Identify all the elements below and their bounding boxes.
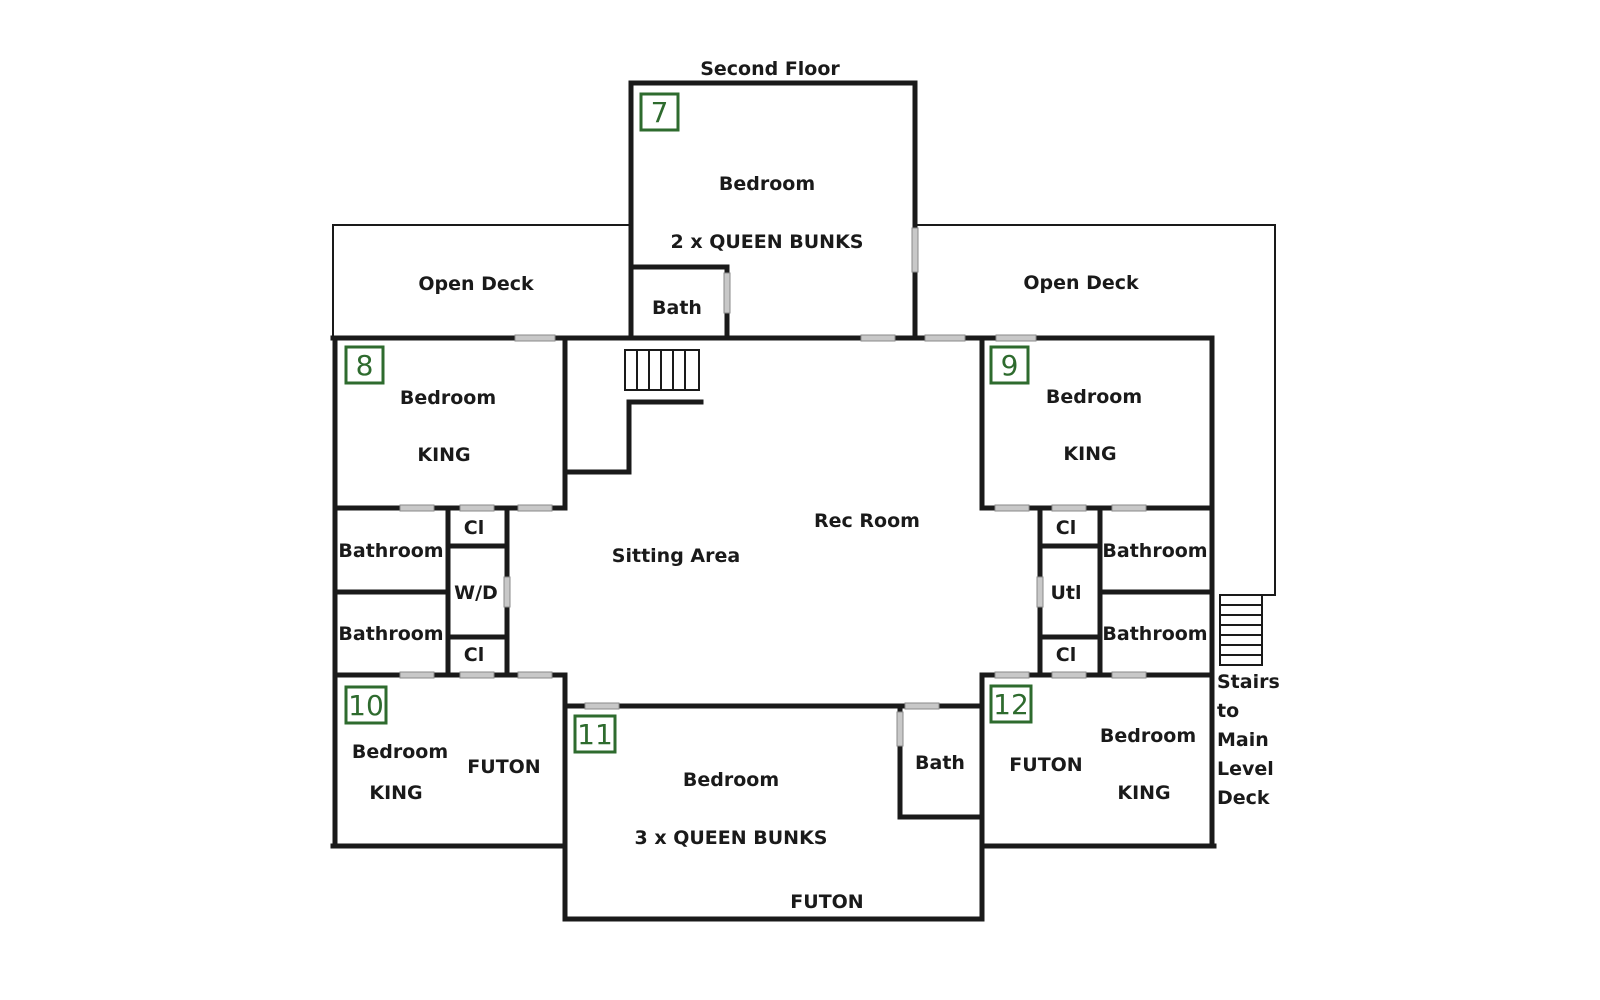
- open-deck-left: [332, 224, 629, 338]
- svg-text:Stairs: Stairs: [1217, 671, 1280, 693]
- room-badge-7: 7: [639, 92, 680, 132]
- room-8-name: Bedroom: [400, 387, 496, 409]
- floor-title: Second Floor: [700, 58, 840, 80]
- closet-right-1-label: Cl: [1056, 517, 1076, 539]
- svg-text:10: 10: [348, 689, 384, 722]
- closet-right-2-label: Cl: [1056, 644, 1076, 666]
- bath-bottom-label: Bath: [915, 752, 965, 774]
- svg-text:Level: Level: [1217, 758, 1274, 780]
- room-badge-12: 12: [989, 684, 1033, 724]
- room-badge-8: 8: [344, 345, 385, 385]
- walls: [330, 80, 1217, 922]
- svg-text:11: 11: [577, 718, 613, 751]
- room-10-bed: KING: [369, 782, 422, 804]
- svg-text:8: 8: [356, 349, 374, 382]
- room-12-name: Bedroom: [1100, 725, 1196, 747]
- room-9-name: Bedroom: [1046, 386, 1142, 408]
- room-10-name: Bedroom: [352, 741, 448, 763]
- bathroom-right-2-label: Bathroom: [1102, 623, 1207, 645]
- closet-left-1-label: Cl: [464, 517, 484, 539]
- svg-text:Main: Main: [1217, 729, 1269, 751]
- room-10-extra: FUTON: [467, 756, 540, 778]
- room-12-bed: KING: [1117, 782, 1170, 804]
- interior-staircase: [624, 349, 700, 391]
- stairs-label: Stairs to Main Level Deck: [1217, 671, 1280, 809]
- room-badge-11: 11: [573, 714, 617, 754]
- room-7-name: Bedroom: [719, 173, 815, 195]
- utility-label: Utl: [1050, 582, 1081, 604]
- sitting-area-label: Sitting Area: [612, 545, 740, 567]
- room-11-name: Bedroom: [683, 769, 779, 791]
- bathroom-left-1-label: Bathroom: [338, 540, 443, 562]
- room-12-extra: FUTON: [1009, 754, 1082, 776]
- room-11-extra: FUTON: [790, 891, 863, 913]
- washer-dryer-label: W/D: [454, 582, 498, 604]
- svg-text:9: 9: [1001, 349, 1019, 382]
- svg-text:Deck: Deck: [1217, 787, 1270, 809]
- room-badge-10: 10: [344, 685, 388, 725]
- room-7-bed: 2 x QUEEN BUNKS: [671, 231, 864, 253]
- room-9-bed: KING: [1063, 443, 1116, 465]
- exterior-staircase: [1219, 594, 1263, 666]
- svg-text:12: 12: [993, 688, 1029, 721]
- open-deck-left-label: Open Deck: [418, 273, 534, 295]
- svg-text:to: to: [1217, 700, 1239, 722]
- bathroom-left-2-label: Bathroom: [338, 623, 443, 645]
- open-deck-right-label: Open Deck: [1023, 272, 1139, 294]
- room-badge-9: 9: [989, 345, 1030, 385]
- room-11-bed: 3 x QUEEN BUNKS: [635, 827, 828, 849]
- closet-left-2-label: Cl: [464, 644, 484, 666]
- rec-room-label: Rec Room: [814, 510, 920, 532]
- doors: [399, 227, 1147, 747]
- bathroom-right-1-label: Bathroom: [1102, 540, 1207, 562]
- room-8-bed: KING: [417, 444, 470, 466]
- bath-top-label: Bath: [652, 297, 702, 319]
- svg-text:7: 7: [651, 96, 669, 129]
